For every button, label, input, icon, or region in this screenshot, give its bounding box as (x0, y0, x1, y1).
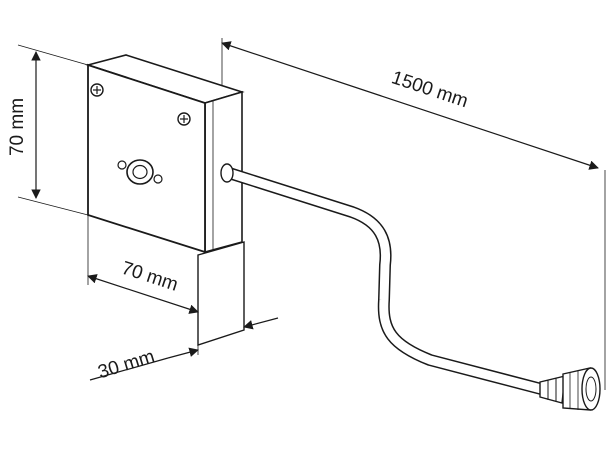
dimension-cable-length: 1500 mm (221, 41, 599, 170)
mounting-stand (197, 241, 245, 346)
height-dimension-label: 70 mm (7, 98, 28, 156)
junction-box (85, 54, 245, 254)
dimension-depth: 30 mm (89, 317, 279, 383)
phillips-screw-icon (90, 83, 104, 97)
width-dimension-label: 70 mm (119, 258, 181, 296)
box-front-face (87, 63, 206, 254)
round-connector-icon (117, 159, 163, 185)
cable (220, 163, 551, 396)
plug-connector-icon (539, 367, 601, 411)
cable-gland (220, 163, 234, 183)
depth-dimension-label: 30 mm (96, 346, 158, 383)
phillips-screw-icon (177, 112, 191, 126)
cable-length-dimension-label: 1500 mm (389, 67, 471, 112)
dimension-height: 70 mm (7, 51, 41, 199)
dimension-width: 70 mm (87, 258, 199, 314)
